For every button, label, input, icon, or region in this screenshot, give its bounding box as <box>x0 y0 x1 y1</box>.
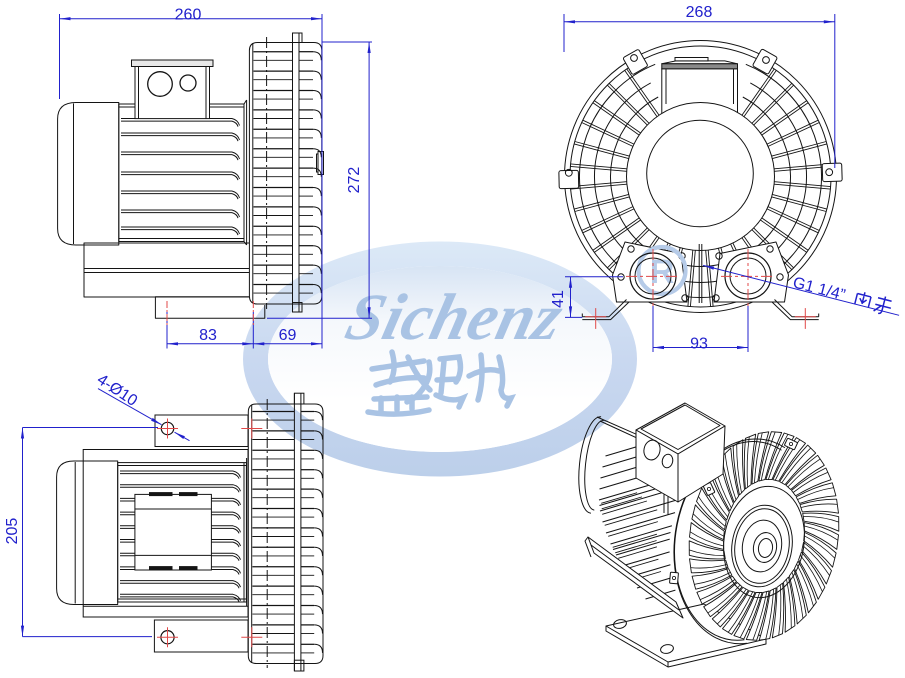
svg-text:83: 83 <box>199 327 217 344</box>
svg-text:69: 69 <box>279 327 297 344</box>
svg-text:Sichenz: Sichenz <box>339 281 570 354</box>
svg-text:41: 41 <box>550 290 567 308</box>
svg-text:268: 268 <box>686 4 713 21</box>
svg-text:272: 272 <box>346 167 363 194</box>
svg-text:260: 260 <box>175 7 202 24</box>
svg-text:93: 93 <box>690 336 708 353</box>
svg-text:205: 205 <box>4 518 21 545</box>
